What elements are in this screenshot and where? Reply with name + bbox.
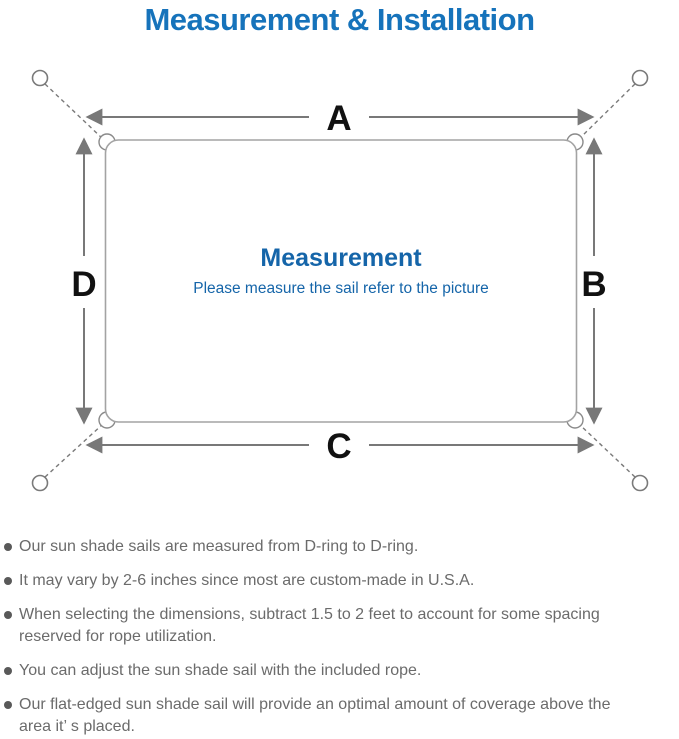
note-text: It may vary by 2-6 inches since most are… xyxy=(19,572,475,589)
bullet-icon xyxy=(4,611,12,619)
bullet-icon xyxy=(4,701,12,709)
rope-line-top-right xyxy=(578,83,636,140)
notes-list: Our sun shade sails are measured from D-… xyxy=(4,536,664,739)
dimension-arrows xyxy=(75,108,603,454)
bullet-icon xyxy=(4,577,12,585)
list-item: It may vary by 2-6 inches since most are… xyxy=(4,570,664,592)
page-title: Measurement & Installation xyxy=(144,2,535,37)
anchor-ring-icon-bottom-left xyxy=(31,474,49,492)
list-item: When selecting the dimensions, subtract … xyxy=(4,604,664,648)
anchor-ring-icon-top-left xyxy=(31,69,49,87)
dimension-label-a: A xyxy=(326,99,351,138)
sail-measurement-diagram: A B C D Measurement Please measure the s… xyxy=(31,69,649,492)
bullet-icon xyxy=(4,543,12,551)
note-text: Our flat-edged sun shade sail will provi… xyxy=(19,696,611,735)
list-item: Our flat-edged sun shade sail will provi… xyxy=(4,694,664,738)
center-subtext: Please measure the sail refer to the pic… xyxy=(193,280,489,297)
bullet-icon xyxy=(4,667,12,675)
note-text: When selecting the dimensions, subtract … xyxy=(19,606,600,645)
dimension-label-b: B xyxy=(581,265,606,304)
rope-line-top-left xyxy=(44,83,104,140)
rope-line-bottom-right xyxy=(578,423,636,478)
anchor-rings xyxy=(31,69,649,492)
rope-line-bottom-left xyxy=(44,423,104,478)
anchor-ring-icon-top-right xyxy=(631,69,649,87)
anchor-ring-icon-bottom-right xyxy=(631,474,649,492)
list-item: You can adjust the sun shade sail with t… xyxy=(4,660,664,682)
center-heading: Measurement xyxy=(260,244,422,272)
note-text: Our sun shade sails are measured from D-… xyxy=(19,538,419,555)
dimension-label-d: D xyxy=(71,265,96,304)
rope-dashed-lines xyxy=(44,83,636,478)
dimension-label-c: C xyxy=(326,427,351,466)
sail-outline xyxy=(104,139,578,423)
note-text: You can adjust the sun shade sail with t… xyxy=(19,662,422,679)
list-item: Our sun shade sails are measured from D-… xyxy=(4,536,664,558)
